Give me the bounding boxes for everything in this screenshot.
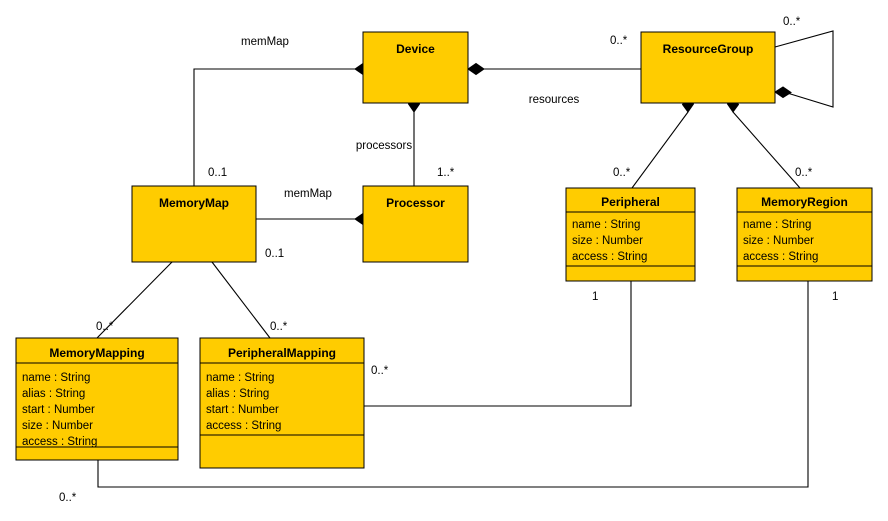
role-label-resources: resources	[529, 94, 580, 106]
edge-line	[96, 261, 173, 339]
edge-memorymapping-memoryregion	[97, 281, 809, 488]
class-device[interactable]: Device	[362, 31, 469, 104]
edge-line	[211, 261, 271, 339]
class-name: Peripheral	[601, 195, 660, 209]
edge-line	[631, 111, 689, 189]
edge-memoryregion-resourcegroup	[726, 95, 801, 189]
edge-peripheral-resourcegroup	[631, 95, 695, 189]
class-attribute: access : String	[22, 436, 97, 448]
class-attribute: start : Number	[22, 404, 95, 416]
multiplicity-memoryregion-resourcegroup: 0..*	[795, 167, 813, 179]
class-attribute: alias : String	[22, 388, 85, 400]
class-attribute: alias : String	[206, 388, 269, 400]
multiplicity-memorymap-device: 0..1	[208, 167, 227, 179]
edge-line	[732, 111, 801, 189]
class-name: ResourceGroup	[663, 42, 754, 56]
class-name: Device	[396, 42, 435, 56]
multiplicity-peripheral-resourcegroup: 0..*	[613, 167, 631, 179]
multiplicity-memoryregion-bottom: 1	[832, 291, 838, 303]
edge-line	[364, 281, 632, 407]
multiplicity-resourcegroup-self: 0..*	[783, 16, 801, 28]
class-memorymapping[interactable]: MemoryMapping name : String alias : Stri…	[15, 337, 179, 461]
role-label-memmap-top: memMap	[241, 36, 289, 48]
edge-line	[193, 68, 355, 186]
class-attribute: name : String	[22, 372, 90, 384]
class-attribute: size : Number	[572, 235, 643, 247]
multiplicity-processor-device: 1..*	[437, 167, 455, 179]
class-box[interactable]	[131, 185, 257, 263]
class-attribute: start : Number	[206, 404, 279, 416]
class-attribute: access : String	[743, 251, 818, 263]
edge-resourcegroup-self	[774, 30, 834, 108]
class-peripheralmapping[interactable]: PeripheralMapping name : String alias : …	[199, 337, 365, 469]
class-processor[interactable]: Processor	[362, 185, 469, 263]
multiplicity-memorymapping-bottom: 0..*	[59, 492, 77, 504]
class-name: PeripheralMapping	[228, 346, 336, 360]
edge-memorymap-processor	[256, 212, 372, 226]
composition-diamond-device-right	[467, 62, 485, 76]
edge-device-resourcegroup	[467, 62, 641, 76]
multiplicity-memorymap-processor: 0..1	[265, 248, 284, 260]
composition-diamond-resourcegroup-self	[774, 86, 792, 99]
class-attribute: access : String	[572, 251, 647, 263]
class-name: MemoryMap	[159, 196, 229, 210]
class-attribute: size : Number	[743, 235, 814, 247]
edge-line	[774, 30, 834, 108]
class-box[interactable]	[15, 337, 179, 461]
edge-peripheralmapping-peripheral	[364, 281, 632, 407]
class-box[interactable]	[640, 31, 776, 104]
class-name: Processor	[386, 196, 445, 210]
class-peripheral[interactable]: Peripheral name : String size : Number a…	[565, 187, 696, 282]
role-label-processors: processors	[356, 140, 412, 152]
class-name: MemoryMapping	[49, 346, 144, 360]
class-box[interactable]	[362, 31, 469, 104]
class-attribute: access : String	[206, 420, 281, 432]
class-box[interactable]	[199, 337, 365, 469]
class-attribute: name : String	[572, 219, 640, 231]
class-attribute: size : Number	[22, 420, 93, 432]
class-name: MemoryRegion	[761, 195, 848, 209]
multiplicity-memorymapping-memorymap: 0..*	[96, 321, 114, 333]
class-box[interactable]	[362, 185, 469, 263]
class-memoryregion[interactable]: MemoryRegion name : String size : Number…	[736, 187, 873, 282]
class-attribute: name : String	[743, 219, 811, 231]
multiplicity-peripheral-bottom: 1	[592, 291, 598, 303]
class-resourcegroup[interactable]: ResourceGroup	[640, 31, 776, 104]
multiplicity-peripheralmapping-memorymap: 0..*	[270, 321, 288, 333]
multiplicity-peripheralmapping-right: 0..*	[371, 365, 389, 377]
class-attribute: name : String	[206, 372, 274, 384]
class-memorymap[interactable]: MemoryMap	[131, 185, 257, 263]
edge-line	[97, 281, 809, 488]
role-label-memmap-mid: memMap	[284, 188, 332, 200]
multiplicity-resourcegroup-device: 0..*	[610, 35, 628, 47]
